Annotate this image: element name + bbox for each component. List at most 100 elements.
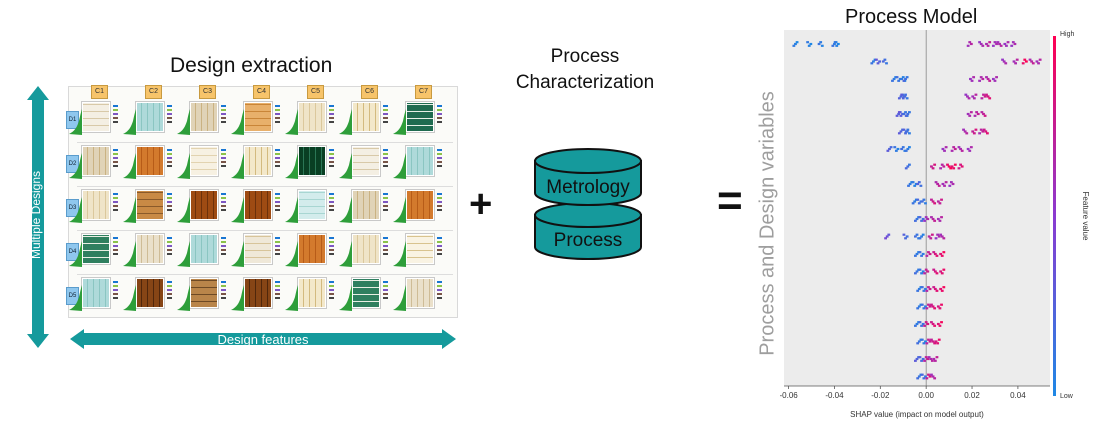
shap-point [984,130,988,133]
feature-distribution [339,153,352,179]
feature-distribution [69,197,82,223]
shap-point [922,289,926,292]
shap-point [988,97,992,100]
shap-point [902,79,906,82]
shap-point [900,93,904,96]
feature-distribution [123,285,136,311]
design-thumbnail [297,145,327,177]
feature-distribution [285,285,298,311]
thumbnail-legend [221,147,227,169]
shap-point [933,324,937,327]
shap-point [925,342,929,345]
feature-distribution [69,285,82,311]
shap-point [897,97,901,100]
design-thumbnail [81,277,111,309]
shap-point [991,44,995,47]
shap-point [969,42,973,46]
thumbnail-legend [113,279,119,301]
shap-point [942,165,946,168]
feature-distribution [393,109,406,135]
shap-point [938,219,942,222]
shap-point [795,41,799,44]
shap-point [971,95,975,98]
shap-point [902,95,906,98]
row-divider [77,142,453,143]
x-tick-label: -0.06 [780,391,798,400]
shap-point [927,251,930,254]
shap-point [921,270,925,273]
thumbnail-legend [221,103,227,125]
thumbnail-legend [437,191,443,213]
shap-point [1028,58,1032,61]
design-extraction-title: Design extraction [170,54,333,77]
shap-point [920,235,923,238]
shap-point [902,233,906,236]
multiple-designs-label: Multiple Designs [29,170,43,260]
shap-point [928,287,932,291]
shap-point [960,165,964,168]
shap-point [915,252,919,256]
shap-point [999,44,1003,47]
shap-point [920,303,924,306]
shap-point [913,200,917,203]
feature-distribution [231,109,244,135]
thumbnail-legend [275,147,281,169]
shap-point [966,95,969,98]
shap-point [915,322,919,326]
shap-point [900,147,904,151]
shap-point [920,373,924,376]
shap-point [943,149,946,152]
shap-point [895,114,899,117]
shap-point [971,130,975,133]
shap-point [888,147,891,151]
shap-point [1037,62,1040,65]
shap-point [934,181,938,184]
design-thumbnail [351,145,381,177]
design-thumbnail [243,277,273,309]
shap-point [983,95,987,98]
shap-point [933,359,937,362]
shap-point [1021,62,1025,65]
shap-point [896,147,900,151]
shap-point [930,359,934,362]
shap-point [948,184,952,187]
shap-point [917,202,921,205]
shap-point [969,111,973,114]
shap-point [893,146,897,149]
shap-point [969,77,972,81]
shap-point [978,41,982,44]
design-thumbnail [135,233,165,265]
shap-point [943,184,946,187]
thumbnail-legend [329,235,335,257]
shap-point [1003,42,1007,46]
row-label: D2 [66,155,79,173]
feature-distribution [177,241,190,267]
shap-point [939,287,943,291]
shap-point [878,60,882,63]
shap-point [998,42,1001,46]
shap-point [995,42,998,46]
shap-point [985,42,988,46]
shap-point [918,216,922,219]
design-thumbnail [405,277,435,309]
thumbnail-legend [167,235,173,257]
shap-point [938,202,942,205]
shap-point [931,322,935,326]
feature-distribution [231,241,244,267]
shap-point [928,340,932,343]
shap-point [897,112,901,116]
design-thumbnail [297,233,327,265]
shap-point [929,357,933,361]
shap-point [1004,62,1008,65]
shap-point [939,233,943,236]
shap-point [809,42,813,46]
design-thumbnail [405,101,435,133]
shap-point [924,268,928,271]
shap-point [1014,62,1018,65]
shap-point [927,338,930,341]
shap-point [894,149,898,152]
shap-point [918,321,922,324]
thumbnail-legend [383,235,389,257]
shap-point [915,357,919,361]
shap-point [939,270,943,273]
